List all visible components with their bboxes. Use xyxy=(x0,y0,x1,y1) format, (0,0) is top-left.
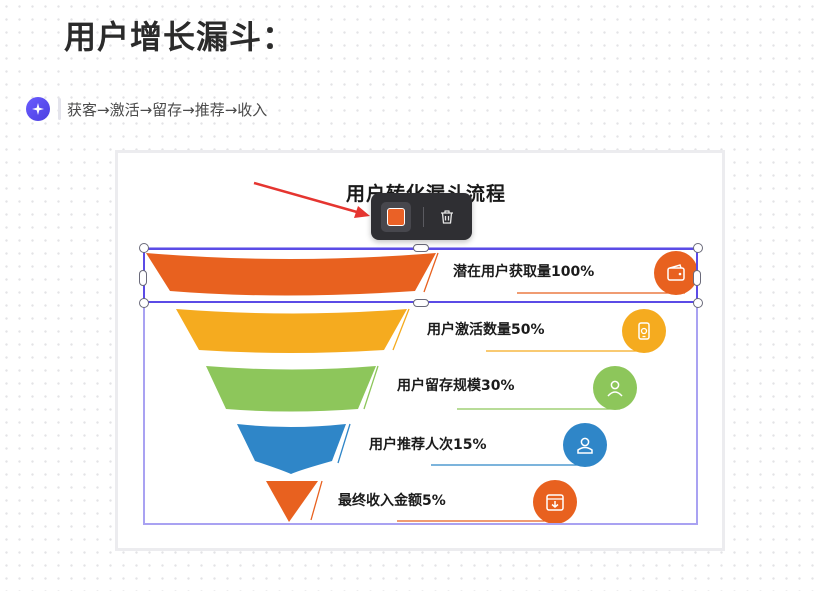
floating-toolbar xyxy=(371,193,472,240)
page-title: 用户增长漏斗： xyxy=(64,18,296,56)
stage-label-4: 用户推荐人次15% xyxy=(369,437,487,453)
fill-color-swatch xyxy=(387,207,405,226)
user-icon xyxy=(563,423,607,467)
trash-icon xyxy=(441,209,453,224)
toolbar-divider xyxy=(423,206,424,227)
fill-color-button[interactable] xyxy=(381,201,411,232)
resize-handle-top-left[interactable] xyxy=(139,243,149,253)
resize-handle-left[interactable] xyxy=(139,270,147,286)
resize-handle-bottom-left[interactable] xyxy=(139,298,149,308)
wallet-icon xyxy=(654,251,698,295)
stage-label-3: 用户留存规模30% xyxy=(397,378,515,394)
resize-handle-top[interactable] xyxy=(413,244,429,252)
flow-text[interactable]: 获客→激活→留存→推荐→收入 xyxy=(67,100,268,119)
ai-block: 获客→激活→留存→推荐→收入 xyxy=(26,96,267,122)
quote-bar xyxy=(58,98,61,120)
resize-handle-top-right[interactable] xyxy=(693,243,703,253)
phone-icon xyxy=(622,309,666,353)
selected-shape-frame[interactable] xyxy=(143,248,698,303)
resize-handle-bottom[interactable] xyxy=(413,299,429,307)
resize-handle-bottom-right[interactable] xyxy=(693,298,703,308)
download-icon xyxy=(533,480,577,524)
stage-label-1: 潜在用户获取量100% xyxy=(453,264,595,280)
stage-label-2: 用户激活数量50% xyxy=(427,322,545,338)
stage-label-5: 最终收入金额5% xyxy=(338,493,446,509)
resize-handle-right[interactable] xyxy=(693,270,701,286)
delete-button[interactable] xyxy=(434,204,460,230)
ai-sparkle-icon[interactable] xyxy=(26,97,50,121)
user-icon xyxy=(593,366,637,410)
